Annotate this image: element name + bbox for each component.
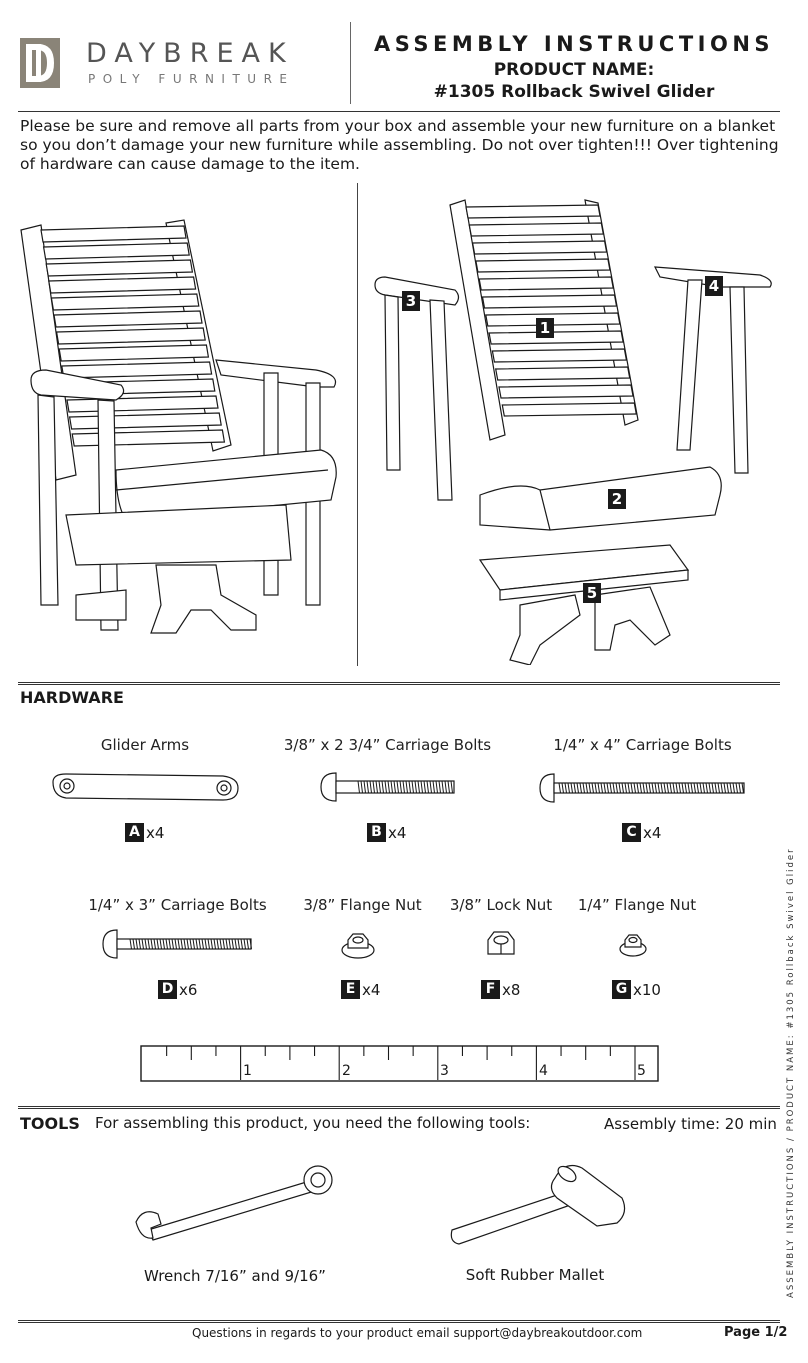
ruler-label-1: 1 — [243, 1063, 252, 1079]
hardware-rule — [18, 682, 780, 685]
hardware-label-g: 1/4” Flange Nut — [577, 896, 697, 914]
carriage-bolt-b-icon — [320, 772, 455, 802]
ruler-label-3: 3 — [440, 1063, 449, 1079]
side-running-title: ASSEMBLY INSTRUCTIONS / PRODUCT NAME: #1… — [786, 847, 796, 1298]
carriage-bolt-d-icon — [102, 929, 252, 959]
hardware-letter-b: B — [367, 823, 386, 842]
mallet-icon — [450, 1165, 626, 1245]
page-number: Page 1/2 — [724, 1325, 788, 1340]
part-tag-3: 3 — [402, 291, 420, 311]
hardware-label-d: 1/4” x 3” Carriage Bolts — [88, 896, 267, 914]
part-tag-2: 2 — [608, 489, 626, 509]
assembled-glider-illustration — [20, 219, 337, 634]
hardware-label-a: Glider Arms — [100, 736, 190, 754]
glider-arm-icon — [52, 773, 239, 801]
hardware-letter-a: A — [125, 823, 144, 842]
ruler-label-5: 5 — [637, 1063, 646, 1079]
tools-intro: For assembling this product, you need th… — [95, 1114, 531, 1132]
carriage-bolt-c-icon — [539, 773, 745, 803]
tool-label-wrench: Wrench 7/16” and 9/16” — [144, 1267, 326, 1285]
flange-nut-g-icon — [619, 934, 647, 957]
hardware-count-c: x4 — [643, 823, 662, 842]
tools-rule — [18, 1106, 780, 1109]
footer-rule — [18, 1320, 780, 1323]
part-tag-4: 4 — [705, 276, 723, 296]
header-divider — [350, 22, 351, 104]
hardware-count-g: x10 — [633, 980, 661, 999]
part-tag-5: 5 — [583, 583, 601, 603]
tool-label-mallet: Soft Rubber Mallet — [465, 1266, 605, 1284]
product-name-label: PRODUCT NAME: — [493, 60, 655, 80]
hardware-heading: HARDWARE — [20, 688, 124, 707]
hardware-count-a: x4 — [146, 823, 165, 842]
brand-subtitle: POLY FURNITURE — [88, 72, 295, 86]
ruler-label-2: 2 — [342, 1063, 351, 1079]
measuring-ruler — [140, 1045, 659, 1082]
assembly-time: Assembly time: 20 min — [604, 1115, 777, 1133]
hardware-count-f: x8 — [502, 980, 521, 999]
footer-contact: Questions in regards to your product ema… — [192, 1326, 643, 1340]
hardware-count-d: x6 — [179, 980, 198, 999]
hardware-letter-g: G — [612, 980, 631, 999]
intro-paragraph: Please be sure and remove all parts from… — [20, 117, 779, 173]
document-title: ASSEMBLY INSTRUCTIONS — [373, 32, 775, 56]
header-rule — [18, 111, 780, 112]
hardware-label-e: 3/8” Flange Nut — [303, 896, 422, 914]
hardware-count-e: x4 — [362, 980, 381, 999]
tools-heading: TOOLS — [20, 1114, 80, 1133]
flange-nut-e-icon — [341, 933, 375, 959]
brand-name: DAYBREAK — [86, 38, 294, 69]
ruler-label-4: 4 — [539, 1063, 548, 1079]
diagram-divider — [357, 183, 358, 666]
hardware-label-c: 1/4” x 4” Carriage Bolts — [553, 736, 732, 754]
hardware-label-b: 3/8” x 2 3/4” Carriage Bolts — [283, 736, 492, 754]
daybreak-logo-icon — [20, 38, 60, 88]
hardware-letter-e: E — [341, 980, 360, 999]
hardware-letter-f: F — [481, 980, 500, 999]
product-name: #1305 Rollback Swivel Glider — [433, 82, 715, 102]
hardware-letter-d: D — [158, 980, 177, 999]
lock-nut-f-icon — [487, 931, 515, 955]
hardware-label-f: 3/8” Lock Nut — [449, 896, 553, 914]
hardware-letter-c: C — [622, 823, 641, 842]
exploded-parts-illustration — [374, 199, 772, 665]
part-tag-1: 1 — [536, 318, 554, 338]
hardware-count-b: x4 — [388, 823, 407, 842]
wrench-icon — [135, 1165, 333, 1241]
